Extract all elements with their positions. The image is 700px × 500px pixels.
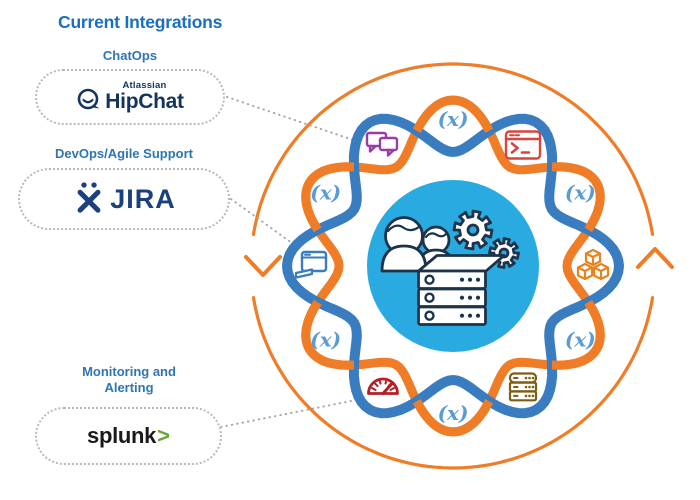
hipchat-logo-card: Atlassian HipChat (35, 69, 225, 125)
variable-label: (x) (310, 181, 341, 205)
connector-layer (220, 96, 363, 428)
variable-label: (x) (565, 328, 596, 352)
jira-mark-icon (72, 180, 106, 218)
window-icon (294, 250, 328, 279)
rings-layer (281, 95, 625, 437)
ring-blue (281, 113, 625, 419)
category-label-chatops: ChatOps (102, 48, 158, 63)
cycle-arc-bottom (251, 296, 655, 470)
ring-weave-segment (301, 299, 355, 370)
gauge-icon (367, 377, 399, 395)
center-icons (380, 209, 520, 326)
ring-weave-segment (551, 162, 605, 233)
terminal-icon (504, 130, 542, 160)
ring-weave-segment (551, 299, 605, 370)
ring-node-icons (294, 130, 610, 402)
jira-logo-card: JIRA (18, 168, 230, 230)
splunk-chevron: > (157, 423, 170, 448)
category-label-monitoring: Monitoring and Alerting (82, 364, 176, 396)
category-label-devops: DevOps/Agile Support (55, 146, 193, 161)
ring-weave-segment (412, 95, 494, 133)
ring-weave-segment (301, 162, 355, 233)
cycle-arrow-left (244, 255, 282, 277)
variable-label: (x) (438, 107, 469, 131)
hipchat-bubble-icon (76, 87, 102, 113)
jira-brand: JIRA (110, 183, 176, 214)
cycle-arrow-right (636, 247, 674, 269)
hipchat-brand-small: Atlassian (122, 80, 167, 92)
variable-label: (x) (310, 328, 341, 352)
gear-large (452, 209, 494, 251)
cycle-layer (244, 62, 674, 470)
variable-label: (x) (438, 401, 469, 425)
cubes-icon (576, 248, 610, 281)
server-rack-icon (417, 254, 506, 326)
hipchat-brand: HipChat (105, 90, 184, 114)
cycle-arc-top (251, 62, 655, 236)
ring-weave-segment (412, 399, 494, 437)
ring-orange (301, 95, 605, 437)
page-title: Current Integrations (58, 12, 223, 32)
variable-label: (x) (565, 181, 596, 205)
splunk-brand: splunk (87, 423, 157, 448)
server-icon (508, 372, 538, 402)
connector-chatops (226, 96, 363, 144)
splunk-logo-card: splunk > (35, 407, 222, 465)
chat-bubbles-icon (365, 131, 399, 157)
variable-labels-layer: (x) (x) (x) (x) (x) (x) (310, 107, 595, 425)
connector-monitoring (220, 399, 357, 428)
connector-devops (230, 198, 297, 247)
